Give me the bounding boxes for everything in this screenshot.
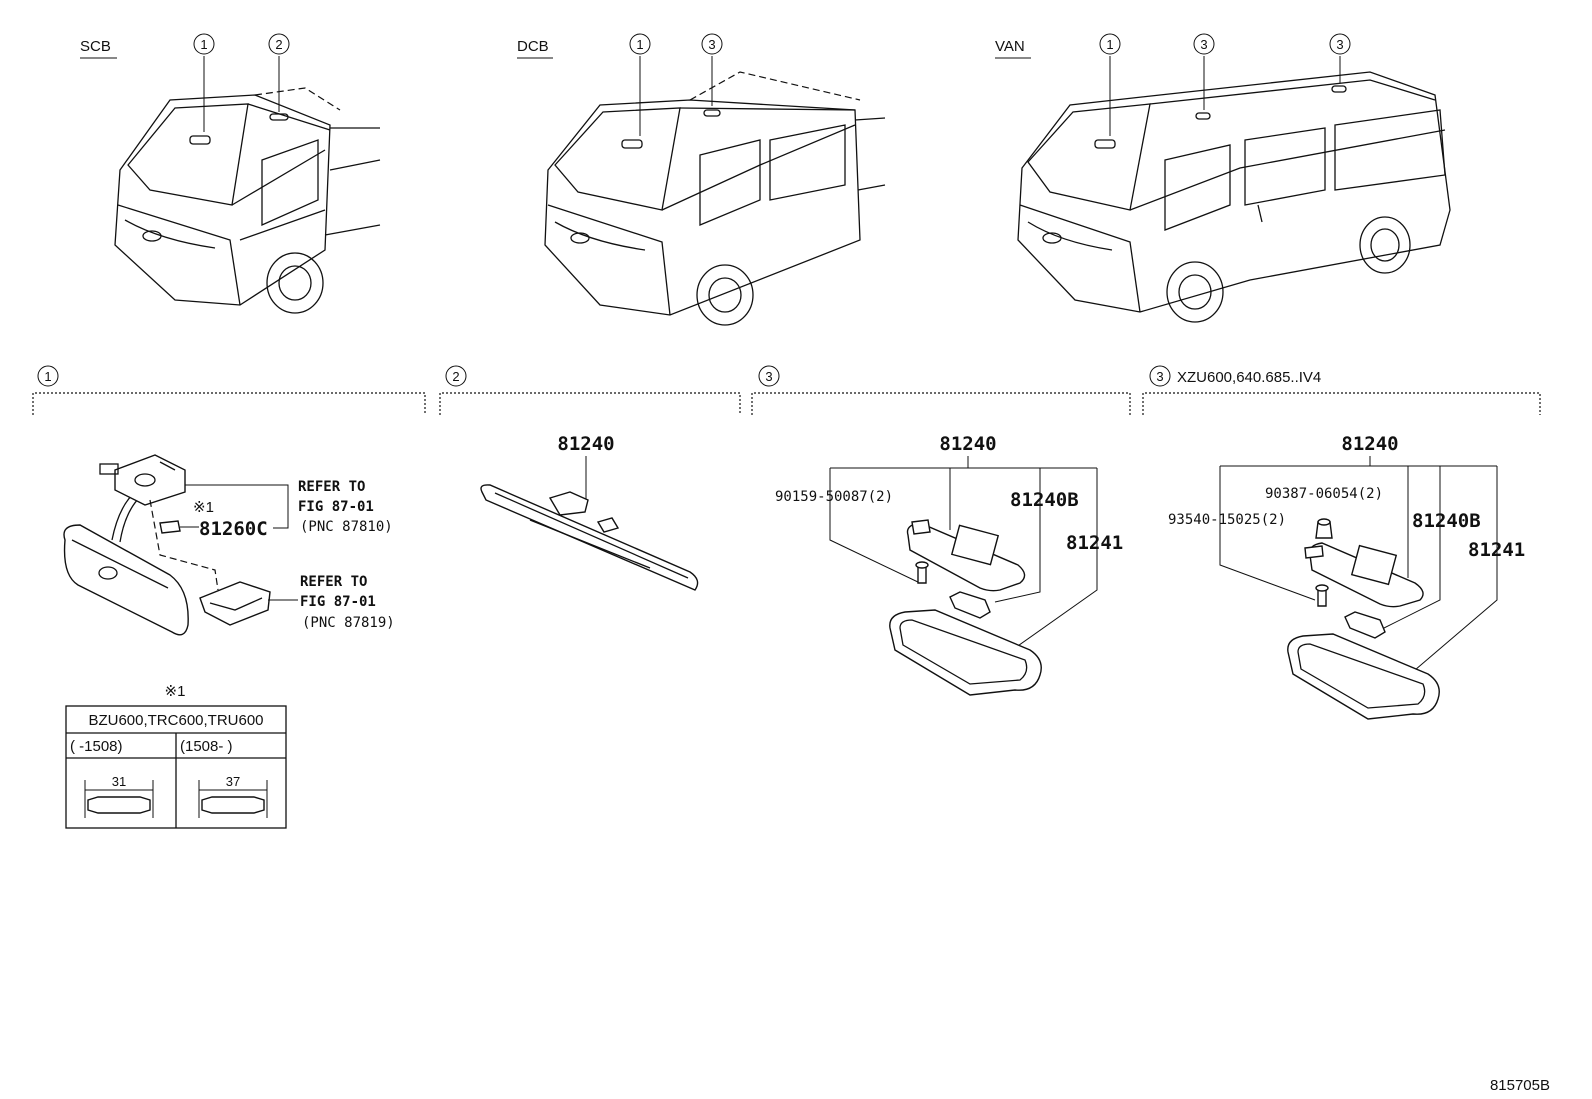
lens-81241-sec4: 81241 — [1468, 539, 1525, 561]
figure-id: 815705B — [1490, 1077, 1550, 1094]
bulb-sec4-drawing — [1344, 611, 1386, 639]
part-81260c: 81260C — [199, 518, 268, 540]
part-81240-sec3: 81240 — [939, 433, 996, 455]
vehicle-label-van: VAN — [995, 38, 1025, 55]
refer-to-1-line3: (PNC 87810) — [300, 519, 393, 535]
refer-to-2-line1: REFER TO — [300, 574, 367, 590]
svg-text:2: 2 — [275, 37, 282, 52]
lamp-housing-sec3-drawing — [906, 519, 1026, 592]
vehicle-scb: SCB 1 2 — [80, 33, 381, 314]
svg-text:3: 3 — [1336, 37, 1343, 52]
section-1: REFER TO FIG 87-01 (PNC 87810) ※1 81260C… — [63, 454, 395, 829]
svg-text:1: 1 — [1106, 37, 1113, 52]
section-header-4: 3 XZU600,640.685..IV4 — [1142, 365, 1541, 415]
callout-3a-van: 3 — [1193, 33, 1215, 55]
section-header-3: 3 — [751, 365, 1131, 415]
dim-37: 37 — [226, 774, 240, 789]
truck-dcb-drawing — [544, 71, 886, 326]
callout-1-van: 1 — [1099, 33, 1121, 55]
bulb-37-drawing: 37 — [198, 774, 268, 818]
svg-text:2: 2 — [452, 369, 459, 384]
svg-text:1: 1 — [200, 37, 207, 52]
table-col-2: (1508- ) — [180, 738, 233, 755]
map-lamp-base-drawing — [199, 581, 271, 626]
callout-2-scb: 2 — [268, 33, 290, 55]
bulb-31-drawing: 31 — [84, 774, 154, 818]
table-mark: ※1 — [165, 683, 186, 700]
part-81240-sec2: 81240 — [557, 433, 614, 455]
section-header-1: 1 — [32, 365, 426, 415]
callout-1-dcb: 1 — [629, 33, 651, 55]
screw-90387-06054: 90387-06054(2) — [1265, 486, 1383, 502]
svg-text:3: 3 — [1156, 369, 1163, 384]
vehicle-label-scb: SCB — [80, 38, 111, 55]
refer-to-1-line2: FIG 87-01 — [298, 499, 374, 515]
refer-to-2-line3: (PNC 87819) — [302, 615, 395, 631]
bulb-81260c-drawing — [159, 520, 181, 534]
truck-scb-drawing — [114, 87, 381, 314]
svg-text:1: 1 — [636, 37, 643, 52]
callout-3-dcb: 3 — [701, 33, 723, 55]
van-drawing — [1017, 71, 1451, 323]
dim-31: 31 — [112, 774, 126, 789]
lens-81241-sec3: 81241 — [1066, 532, 1123, 554]
table-col-1: ( -1508) — [70, 738, 123, 755]
vehicle-dcb: DCB 1 3 — [517, 33, 886, 326]
screw-90159-50087: 90159-50087(2) — [775, 489, 893, 505]
callout-3b-van: 3 — [1329, 33, 1351, 55]
part-81240-sec4: 81240 — [1341, 433, 1398, 455]
mirror-drawing — [63, 454, 189, 636]
screw-sec4-drawing — [1315, 584, 1329, 607]
bulb-81240b-sec3: 81240B — [1010, 489, 1079, 511]
note-mark: ※1 — [193, 499, 214, 516]
lens-sec3-drawing — [889, 609, 1042, 696]
variant-table: ※1 BZU600,TRC600,TRU600 ( -1508) (1508- … — [65, 683, 287, 829]
svg-text:3: 3 — [708, 37, 715, 52]
vehicle-van: VAN 1 — [995, 33, 1451, 323]
svg-text:1: 1 — [44, 369, 51, 384]
screw-93540-15025: 93540-15025(2) — [1168, 512, 1286, 528]
section-4-note: XZU600,640.685..IV4 — [1177, 369, 1321, 386]
section-4: 81240 90387-06054(2) 93540-15025(2) 8124… — [1168, 433, 1525, 720]
room-lamp-long-drawing — [480, 484, 699, 591]
section-header-2: 2 — [439, 365, 741, 415]
table-header: BZU600,TRC600,TRU600 — [88, 712, 263, 729]
bulb-81240b-sec4: 81240B — [1412, 510, 1481, 532]
lamp-housing-sec4-drawing — [1304, 542, 1424, 608]
vehicle-label-dcb: DCB — [517, 38, 549, 55]
callout-1-scb: 1 — [193, 33, 215, 55]
section-2: 81240 — [480, 433, 699, 591]
section-3: 81240 90159-50087(2) 81240B 81241 — [775, 433, 1123, 696]
clip-sec4-drawing — [1315, 518, 1333, 539]
refer-to-2-line2: FIG 87-01 — [300, 594, 376, 610]
svg-text:3: 3 — [1200, 37, 1207, 52]
bulb-sec3-drawing — [949, 591, 991, 619]
screw-sec3-drawing — [915, 561, 929, 584]
lens-sec4-drawing — [1287, 633, 1440, 720]
refer-to-1-line1: REFER TO — [298, 479, 365, 495]
svg-text:3: 3 — [765, 369, 772, 384]
